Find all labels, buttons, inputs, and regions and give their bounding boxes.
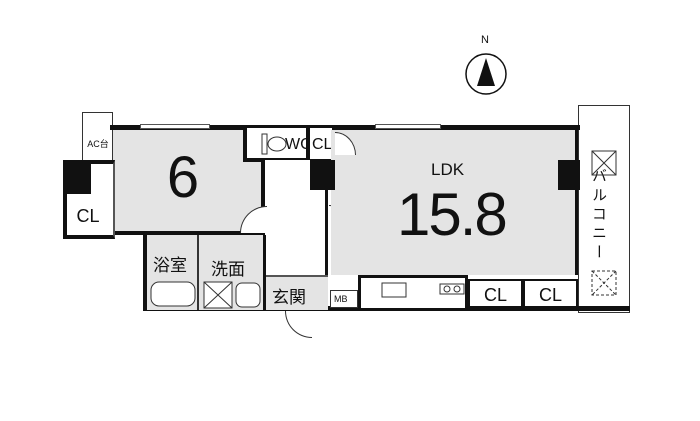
entrance-label: 玄関 bbox=[272, 288, 306, 307]
western-room-size: 6 bbox=[166, 145, 200, 210]
pillar bbox=[63, 164, 91, 194]
closet-2: CL bbox=[523, 279, 578, 308]
hatch-icon bbox=[591, 270, 617, 296]
pillar bbox=[558, 160, 580, 190]
meter-box: MB bbox=[330, 290, 358, 308]
ldk-size: 15.8 bbox=[397, 181, 508, 248]
wc-closet-label: CL bbox=[312, 136, 333, 153]
entrance: 玄関 bbox=[266, 275, 328, 310]
ldk-label: LDK bbox=[431, 160, 465, 179]
drain-icon bbox=[591, 150, 617, 176]
balcony-label: バルコニー bbox=[590, 168, 607, 263]
toilet-icon bbox=[261, 133, 287, 155]
stove-icon bbox=[439, 283, 465, 295]
western-room: 6 bbox=[113, 130, 265, 235]
bathroom: 浴室 bbox=[143, 235, 199, 310]
kitchen-counter bbox=[358, 275, 468, 308]
wc: WC bbox=[243, 128, 312, 162]
washroom: 洗面 bbox=[199, 235, 266, 310]
bathroom-label: 浴室 bbox=[153, 256, 187, 275]
sink-icon bbox=[235, 282, 261, 308]
wc-label: WC bbox=[285, 136, 312, 153]
closet-1: CL bbox=[468, 279, 523, 308]
washroom-label: 洗面 bbox=[211, 260, 245, 279]
north-arrow-icon bbox=[465, 53, 507, 95]
window bbox=[140, 124, 210, 129]
ac-stand-label: AC台 bbox=[87, 139, 109, 149]
pillar bbox=[310, 160, 335, 190]
meter-box-label: MB bbox=[334, 294, 348, 304]
balcony: バルコニー bbox=[578, 105, 630, 313]
compass-north-label: N bbox=[481, 34, 489, 46]
washing-machine-icon bbox=[203, 281, 233, 309]
exterior-wall bbox=[110, 125, 580, 130]
compass: N bbox=[462, 32, 512, 96]
left-closet-label: CL bbox=[76, 206, 100, 226]
window bbox=[375, 124, 441, 129]
entrance-door[interactable] bbox=[285, 311, 312, 338]
bathtub-icon bbox=[150, 281, 196, 307]
closet-2-label: CL bbox=[539, 285, 563, 305]
ac-stand: AC台 bbox=[82, 112, 113, 162]
ldk: LDK 15.8 bbox=[331, 130, 578, 275]
left-closet: CL bbox=[63, 160, 115, 239]
wall bbox=[143, 306, 630, 311]
kitchen-sink-icon bbox=[381, 282, 407, 298]
closet-1-label: CL bbox=[484, 285, 508, 305]
